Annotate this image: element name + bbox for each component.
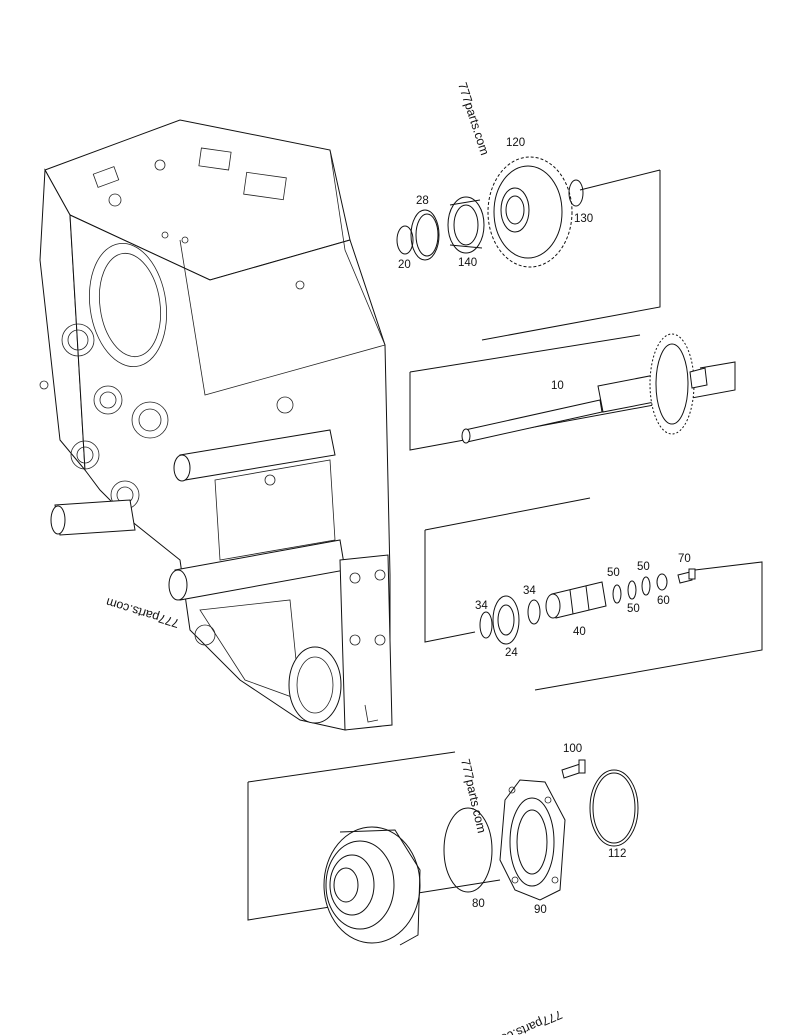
watermark-middle: 777parts.com — [458, 758, 489, 835]
assembly-frame-gear — [481, 169, 661, 341]
housing-cover-left — [323, 826, 421, 946]
assembly-frame-shaft — [409, 334, 736, 451]
bearing-24 — [492, 595, 520, 645]
washer-50b — [627, 580, 637, 600]
label-34-a: 34 — [475, 600, 488, 612]
o-ring-112 — [589, 769, 639, 847]
part-labels: 120 28 130 20 140 10 70 50 50 34 34 50 6… — [398, 137, 691, 916]
snap-ring-34b — [527, 599, 541, 625]
assembly-frame-shaft-40 — [424, 497, 763, 691]
label-120: 120 — [506, 137, 525, 149]
label-50-b: 50 — [637, 561, 650, 573]
label-10: 10 — [551, 380, 564, 392]
label-28: 28 — [416, 195, 429, 207]
snap-ring-34a — [479, 611, 493, 639]
watermark-top: 777parts.com — [455, 81, 492, 157]
watermark-bottom: 777parts.com — [489, 1007, 564, 1035]
gasket-80 — [443, 807, 493, 893]
label-90: 90 — [534, 904, 547, 916]
bolt-100 — [561, 759, 586, 779]
snap-ring-20 — [396, 225, 414, 255]
screw-70 — [677, 568, 696, 584]
label-140: 140 — [458, 257, 477, 269]
label-60: 60 — [657, 595, 670, 607]
gear-120 — [487, 156, 573, 268]
label-50-a: 50 — [607, 567, 620, 579]
label-24: 24 — [505, 647, 518, 659]
snap-ring-130 — [568, 179, 584, 207]
label-40: 40 — [573, 626, 586, 638]
cover-90 — [499, 779, 566, 901]
shaft-40 — [545, 581, 607, 619]
shaft-10 — [461, 333, 708, 444]
label-80: 80 — [472, 898, 485, 910]
ring-28 — [410, 209, 440, 261]
label-20: 20 — [398, 259, 411, 271]
label-100: 100 — [563, 743, 582, 755]
bearing-140 — [447, 196, 485, 254]
watermark-left: 777parts.com — [104, 595, 181, 631]
transmission-housing — [39, 119, 393, 731]
label-34-b: 34 — [523, 585, 536, 597]
label-112: 112 — [608, 848, 626, 860]
washer-50a — [612, 584, 622, 604]
label-50-c: 50 — [627, 603, 640, 615]
label-130: 130 — [574, 213, 593, 225]
label-70: 70 — [678, 553, 691, 565]
nut-60 — [656, 573, 668, 591]
washer-50c — [641, 576, 651, 596]
